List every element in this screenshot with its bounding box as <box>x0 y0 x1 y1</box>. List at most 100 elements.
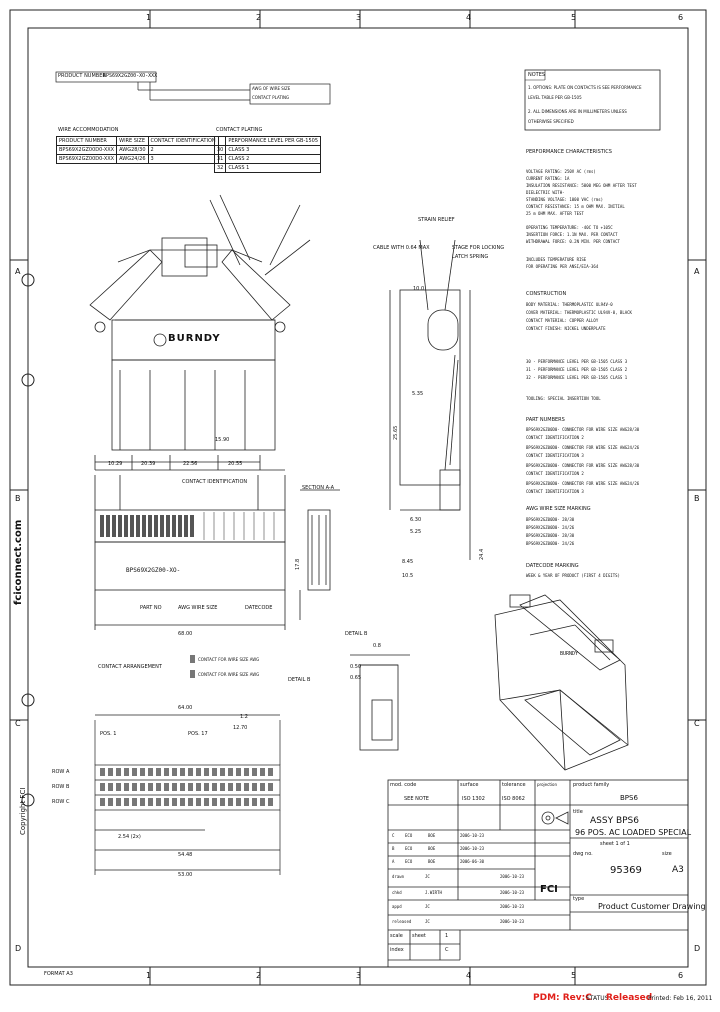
perf-line: INSERTION FORCE: 1.1N MAX. PER CONTACT <box>526 232 618 237</box>
dim-24: 24.4 <box>479 548 485 560</box>
legend-awg-1: CONTACT FOR WIRE SIZE AWG <box>198 657 260 662</box>
awg-line: BPS69X2GZ00D0- 28/30 <box>526 517 575 522</box>
dim-525: 5.25 <box>410 529 422 535</box>
label-section-aa: SECTION A-A <box>302 485 335 491</box>
dim-630: 6.30 <box>410 517 422 523</box>
rev-letter: A <box>392 859 395 864</box>
awg-line: BPS69X2GZ00D0- 24/26 <box>526 541 575 546</box>
wire-table-header: PRODUCT NUMBER <box>55 136 118 146</box>
wire-table-cell: 2 <box>147 145 219 155</box>
contact-cells <box>100 515 194 537</box>
dim-17: 17.8 <box>295 558 301 570</box>
perf-line: 25 m OHM MAX. AFTER TEST <box>526 211 584 216</box>
notes-line: OTHERWISE SPECIFIED <box>528 119 574 124</box>
row-label-a: A <box>15 267 21 276</box>
rev-eco: ECO <box>405 846 413 851</box>
tb-mod-code-v: SEE NOTE <box>404 796 429 802</box>
notes-line: LEVEL TABLE PER GB-1505 <box>528 95 582 100</box>
pn-line: CONTACT IDENTIFICATION 3 <box>526 453 584 458</box>
wire-table-header: WIRE SIZE <box>116 136 149 146</box>
dim-08: 0.8 <box>373 643 381 649</box>
dim-6800: 68.00 <box>178 631 193 637</box>
sig-name: JC <box>425 919 430 924</box>
col-label-bottom-3: 3 <box>356 971 362 980</box>
rev-date: 2006-10-23 <box>460 833 485 838</box>
wire-table-cell: BPS69X2GZ00D0-XXX <box>55 154 118 164</box>
pn-line: CONTACT IDENTIFICATION 2 <box>526 435 584 440</box>
rev-by: BOE <box>428 846 436 851</box>
rev-eco: ECO <box>405 859 413 864</box>
dim-050: 0.50 <box>350 664 362 670</box>
tb-mod-code-h: mod. code <box>390 782 417 788</box>
label-stage: STAGE FOR LOCKING <box>452 245 505 251</box>
label-pos17: POS. 17 <box>188 731 208 737</box>
sig-role: drawn <box>392 874 405 879</box>
wire-table-cell: AWG28/30 <box>116 145 149 155</box>
perf-line: CURRENT RATING: 1A <box>526 176 570 181</box>
dim-2055: 20.55 <box>228 461 243 467</box>
row-label-right-c: C <box>694 719 700 728</box>
plating-table-cell: CLASS 1 <box>225 163 321 173</box>
sig-date: 2006-10-23 <box>500 890 525 895</box>
tb-title-h: title <box>573 809 583 815</box>
plating-table-header: PERFORMANCE LEVEL PER GB-1505 <box>225 136 321 146</box>
tb-product-family-v: BPS6 <box>620 794 638 802</box>
tb-index-h: index <box>390 947 404 953</box>
copyright-label: Copyright FCI <box>19 787 27 835</box>
connector-top-view <box>89 194 311 451</box>
tb-tolerance-h: tolerance <box>502 782 526 788</box>
inner-frame <box>27 27 689 968</box>
label-contact-id: CONTACT IDENTIFICATION <box>182 479 248 485</box>
label-strain: STRAIN RELIEF <box>418 217 455 223</box>
iso-brand-label: BURNDY <box>560 651 579 657</box>
tb-format: FORMAT A3 <box>44 971 73 977</box>
sig-name: JC <box>425 904 430 909</box>
plating-table-cell: 30 <box>213 145 227 155</box>
col-label-bottom-5: 5 <box>571 971 577 980</box>
tb-sheet-h: sheet 1 of 1 <box>600 841 630 847</box>
sig-date: 2006-10-23 <box>500 919 525 924</box>
row-label-right-d: D <box>694 944 701 953</box>
tb-product-family-h: product family <box>573 782 610 788</box>
callout-note-b: CONTACT PLATING <box>252 95 290 100</box>
tb-scale-h: scale <box>390 933 403 939</box>
connector-side-view <box>389 239 471 560</box>
dim-2039: 20.39 <box>141 461 156 467</box>
wire-table-cell: 3 <box>147 154 219 164</box>
notes-line: 2. ALL DIMENSIONS ARE IN MILLIMETERS UNL… <box>528 109 627 114</box>
tb-size-h: size <box>662 851 672 857</box>
dim-1050: 10.5 <box>402 573 414 579</box>
plating-table-cell: 32 <box>213 163 227 173</box>
perf-line: VOLTAGE RATING: 250V AC (rms) <box>526 169 596 174</box>
perf-line: DIELECTRIC WITH- <box>526 190 565 195</box>
col-label-2: 2 <box>256 13 262 22</box>
perf-line: INSULATION RESISTANCE: 5000 MEG OHM AFTE… <box>526 183 637 188</box>
rev-eco: ECO <box>405 833 413 838</box>
tb-dwg-no-h: dwg no. <box>573 851 593 857</box>
sig-role: appd <box>392 904 402 909</box>
side-web-label: fciconnect.com <box>13 519 24 605</box>
sig-role: chkd <box>392 890 402 895</box>
perf-line: WITHDRAWAL FORCE: 0.2N MIN. PER CONTACT <box>526 239 620 244</box>
pn-line: BPS69X2GZ00D0- CONNECTOR FOR WIRE SIZE A… <box>526 481 640 486</box>
pn-line: BPS69X2GZ00D0- CONNECTOR FOR WIRE SIZE A… <box>526 463 640 468</box>
isometric-view <box>494 594 629 771</box>
row-label-b: B <box>15 494 21 503</box>
label-row-c: ROW C <box>52 799 70 805</box>
plating-table-cell: CLASS 2 <box>225 154 321 164</box>
brand-label: BURNDY <box>168 333 221 344</box>
row-label-right-b: B <box>694 494 700 503</box>
legend-awg-2: CONTACT FOR WIRE SIZE AWG <box>198 672 260 677</box>
awg-marking-title: AWG WIRE SIZE MARKING <box>526 506 591 512</box>
construction-title: CONSTRUCTION <box>526 291 567 297</box>
sig-role: released <box>392 919 412 924</box>
wire-table-header: CONTACT IDENTIFICATION <box>147 136 219 146</box>
row-label-d: D <box>15 944 22 953</box>
contact-arrangement <box>94 714 281 875</box>
plating-table-cell: 31 <box>213 154 227 164</box>
rev-by: BOE <box>428 859 436 864</box>
callout-note-a: AWG OF WIRE SIZE <box>252 86 291 91</box>
col-label-3: 3 <box>356 13 362 22</box>
plating-table-title: CONTACT PLATING <box>216 127 263 133</box>
